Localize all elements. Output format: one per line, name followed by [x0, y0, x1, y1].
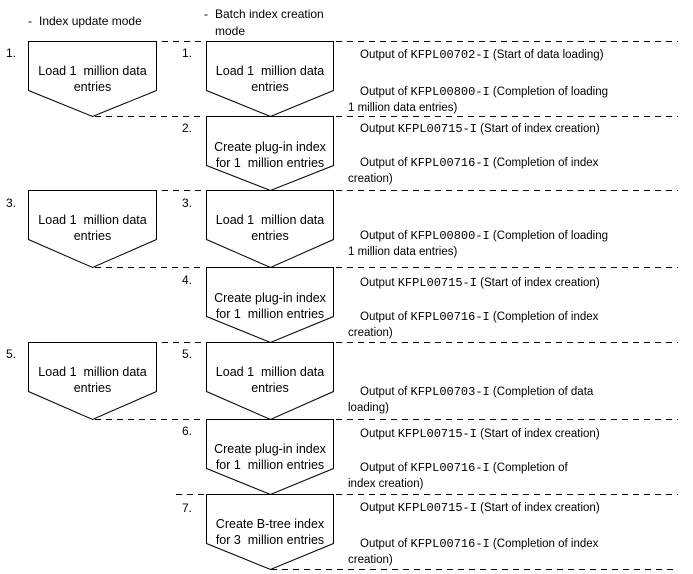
message-suffix: (Completion of index creation) — [348, 538, 599, 566]
mode-header-index-update: - Index update mode — [28, 13, 142, 30]
process-shape — [206, 419, 334, 496]
step-number: 5. — [6, 347, 17, 361]
output-message: Output of KFPL00716-I (Completion of ind… — [348, 460, 692, 492]
bullet-dash: - — [28, 14, 32, 28]
message-prefix: Output of — [360, 386, 411, 398]
process-shape-label: Load 1 million data entries — [215, 213, 325, 243]
message-suffix: (Completion of index creation) — [348, 462, 568, 490]
message-suffix: (Start of index creation) — [476, 428, 600, 440]
step-number: 4. — [181, 273, 192, 287]
process-shape — [28, 41, 157, 118]
process-shape — [206, 342, 334, 421]
step-number: 3. — [181, 196, 192, 210]
message-code: KFPL00702-I — [410, 48, 490, 62]
process-shape-label: Load 1 million data entries — [215, 64, 325, 94]
message-code: KFPL00716-I — [410, 156, 490, 170]
message-prefix: Output of — [360, 538, 411, 550]
step-number: 2. — [181, 121, 192, 135]
mode-header-label: Index update mode — [39, 14, 142, 28]
output-message: Output of KFPL00703-I (Completion of dat… — [348, 384, 692, 416]
message-prefix: Output of — [360, 230, 411, 242]
message-prefix: Output of — [360, 311, 411, 323]
message-prefix: Output of — [360, 462, 411, 474]
message-code: KFPL00800-I — [410, 85, 490, 99]
process-shape-label: Load 1 million data entries — [38, 365, 147, 395]
message-prefix: Output of — [360, 86, 411, 98]
output-message: Output of KFPL00716-I (Completion of ind… — [348, 536, 692, 568]
process-shape-label: Create plug-in index for 1 million entri… — [214, 140, 326, 170]
message-suffix: (Completion of index creation) — [348, 311, 599, 339]
message-code: KFPL00716-I — [410, 461, 490, 475]
process-shape-label: Create B-tree index for 3 million entrie… — [215, 517, 325, 547]
process-shape — [206, 190, 334, 269]
message-code: KFPL00715-I — [397, 276, 477, 290]
message-prefix: Output — [360, 123, 398, 135]
mode-header-batch-index-creation: - Batch index creation mode — [204, 6, 324, 40]
output-message: Output of KFPL00800-I (Completion of loa… — [348, 228, 692, 260]
step-number: 7. — [181, 501, 192, 515]
message-suffix: (Start of index creation) — [476, 277, 600, 289]
message-code: KFPL00715-I — [397, 501, 477, 515]
message-code: KFPL00715-I — [397, 122, 477, 136]
process-shapes — [28, 41, 334, 571]
process-shape — [206, 267, 334, 344]
message-code: KFPL00716-I — [410, 310, 490, 324]
step-number: 3. — [6, 196, 17, 210]
process-shape — [206, 41, 334, 118]
bullet-dash: - — [204, 7, 208, 21]
step-number: 6. — [181, 424, 192, 438]
step-number: 5. — [181, 347, 192, 361]
message-suffix: (Completion of loading 1 million data en… — [348, 86, 608, 114]
process-shape — [206, 494, 334, 571]
process-shape-label: Load 1 million data entries — [38, 64, 147, 94]
message-code: KFPL00800-I — [410, 229, 490, 243]
message-suffix: (Completion of loading 1 million data en… — [348, 230, 608, 258]
process-shape-label: Load 1 million data entries — [215, 365, 325, 395]
process-shape-label: Create plug-in index for 1 million entri… — [214, 291, 326, 321]
output-message: Output of KFPL00716-I (Completion of ind… — [348, 155, 692, 187]
message-suffix: (Start of data loading) — [489, 49, 604, 61]
process-shape-label: Create plug-in index for 1 million entri… — [214, 442, 326, 472]
output-message: Output of KFPL00716-I (Completion of ind… — [348, 309, 692, 341]
output-message: Output KFPL00715-I (Start of index creat… — [348, 121, 692, 137]
message-code: KFPL00716-I — [410, 537, 490, 551]
mode-header-label: Batch index creation mode — [215, 7, 324, 38]
message-prefix: Output — [360, 428, 398, 440]
process-shape — [28, 190, 157, 269]
output-message: Output of KFPL00800-I (Completion of loa… — [348, 84, 692, 116]
message-prefix: Output of — [360, 157, 411, 169]
message-prefix: Output of — [360, 49, 411, 61]
message-suffix: (Start of index creation) — [476, 502, 600, 514]
message-code: KFPL00703-I — [410, 385, 490, 399]
process-shape — [206, 116, 334, 192]
process-shape-label: Load 1 million data entries — [38, 213, 147, 243]
step-number: 1. — [6, 46, 17, 60]
step-number: 1. — [181, 46, 192, 60]
message-suffix: (Completion of data loading) — [348, 386, 594, 414]
dashed-separators — [95, 41, 678, 570]
process-shape — [28, 342, 157, 421]
output-message: Output of KFPL00702-I (Start of data loa… — [348, 47, 692, 63]
message-prefix: Output — [360, 502, 398, 514]
message-suffix: (Start of index creation) — [476, 123, 600, 135]
message-suffix: (Completion of index creation) — [348, 157, 599, 185]
output-message: Output KFPL00715-I (Start of index creat… — [348, 426, 692, 442]
output-message: Output KFPL00715-I (Start of index creat… — [348, 275, 692, 291]
message-prefix: Output — [360, 277, 398, 289]
message-code: KFPL00715-I — [397, 427, 477, 441]
output-message: Output KFPL00715-I (Start of index creat… — [348, 500, 692, 516]
